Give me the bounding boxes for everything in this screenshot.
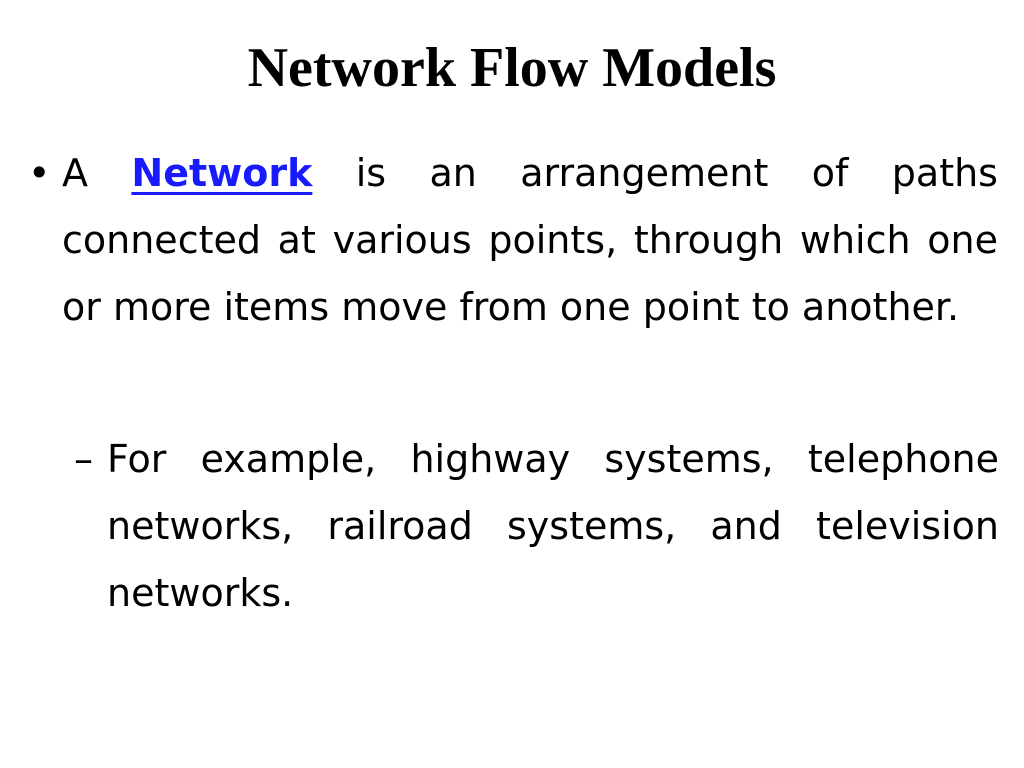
slide-title: Network Flow Models: [247, 37, 777, 99]
bullet-prefix: A: [62, 151, 132, 195]
sub-bullet-item: – For example, highway systems, telephon…: [74, 426, 1002, 627]
bullet-item: • A Network is an arrangement of paths c…: [28, 140, 1002, 341]
dash-icon: –: [74, 437, 93, 481]
bullet-text: A Network is an arrangement of paths con…: [62, 140, 998, 341]
sub-bullet-text: For example, highway systems, telephone …: [107, 437, 999, 615]
bullet-body: is an arrangement of paths connected at …: [62, 151, 998, 329]
network-keyword-link[interactable]: Network: [131, 151, 313, 195]
bullet-icon: •: [28, 151, 51, 195]
